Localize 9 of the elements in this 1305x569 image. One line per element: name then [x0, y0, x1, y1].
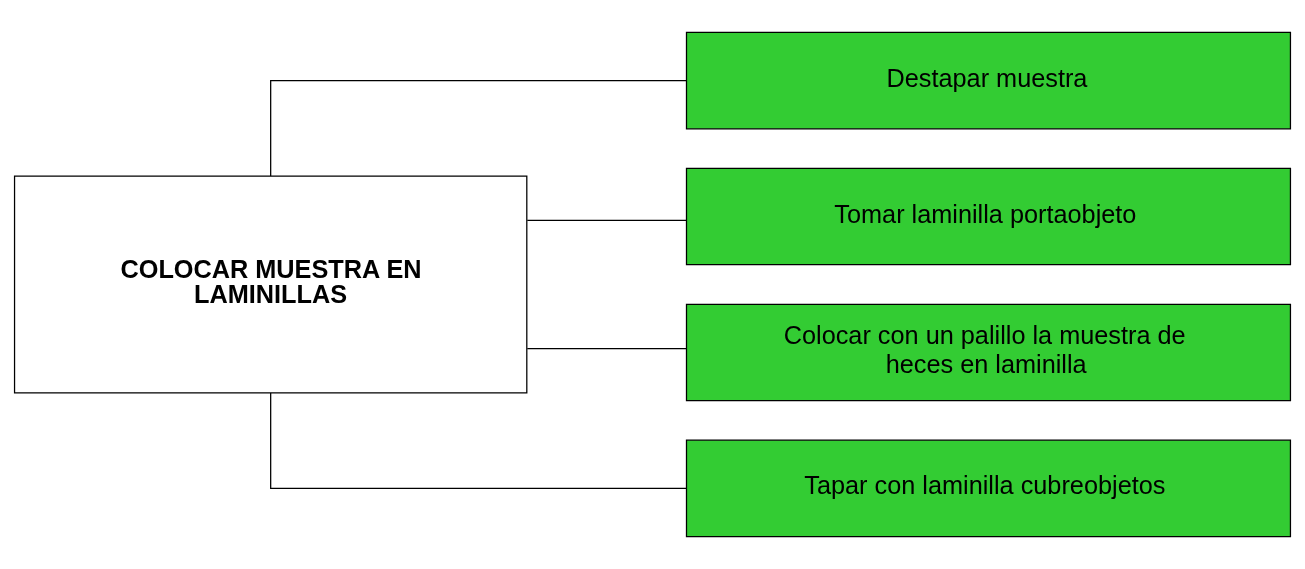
- node-box: Colocar con un palillo la muestra de heces en laminilla: [685, 303, 1292, 402]
- connector: [270, 79, 687, 177]
- node-box: Tomar laminilla portaobjeto: [685, 167, 1292, 266]
- node-box: Destapar muestra: [685, 31, 1292, 130]
- connector: [526, 347, 687, 350]
- node-box: COLOCAR MUESTRA EN LAMINILLAS: [13, 175, 528, 394]
- connector: [526, 219, 687, 222]
- connector: [270, 392, 687, 490]
- node-box: Tapar con laminilla cubreobjetos: [685, 439, 1292, 538]
